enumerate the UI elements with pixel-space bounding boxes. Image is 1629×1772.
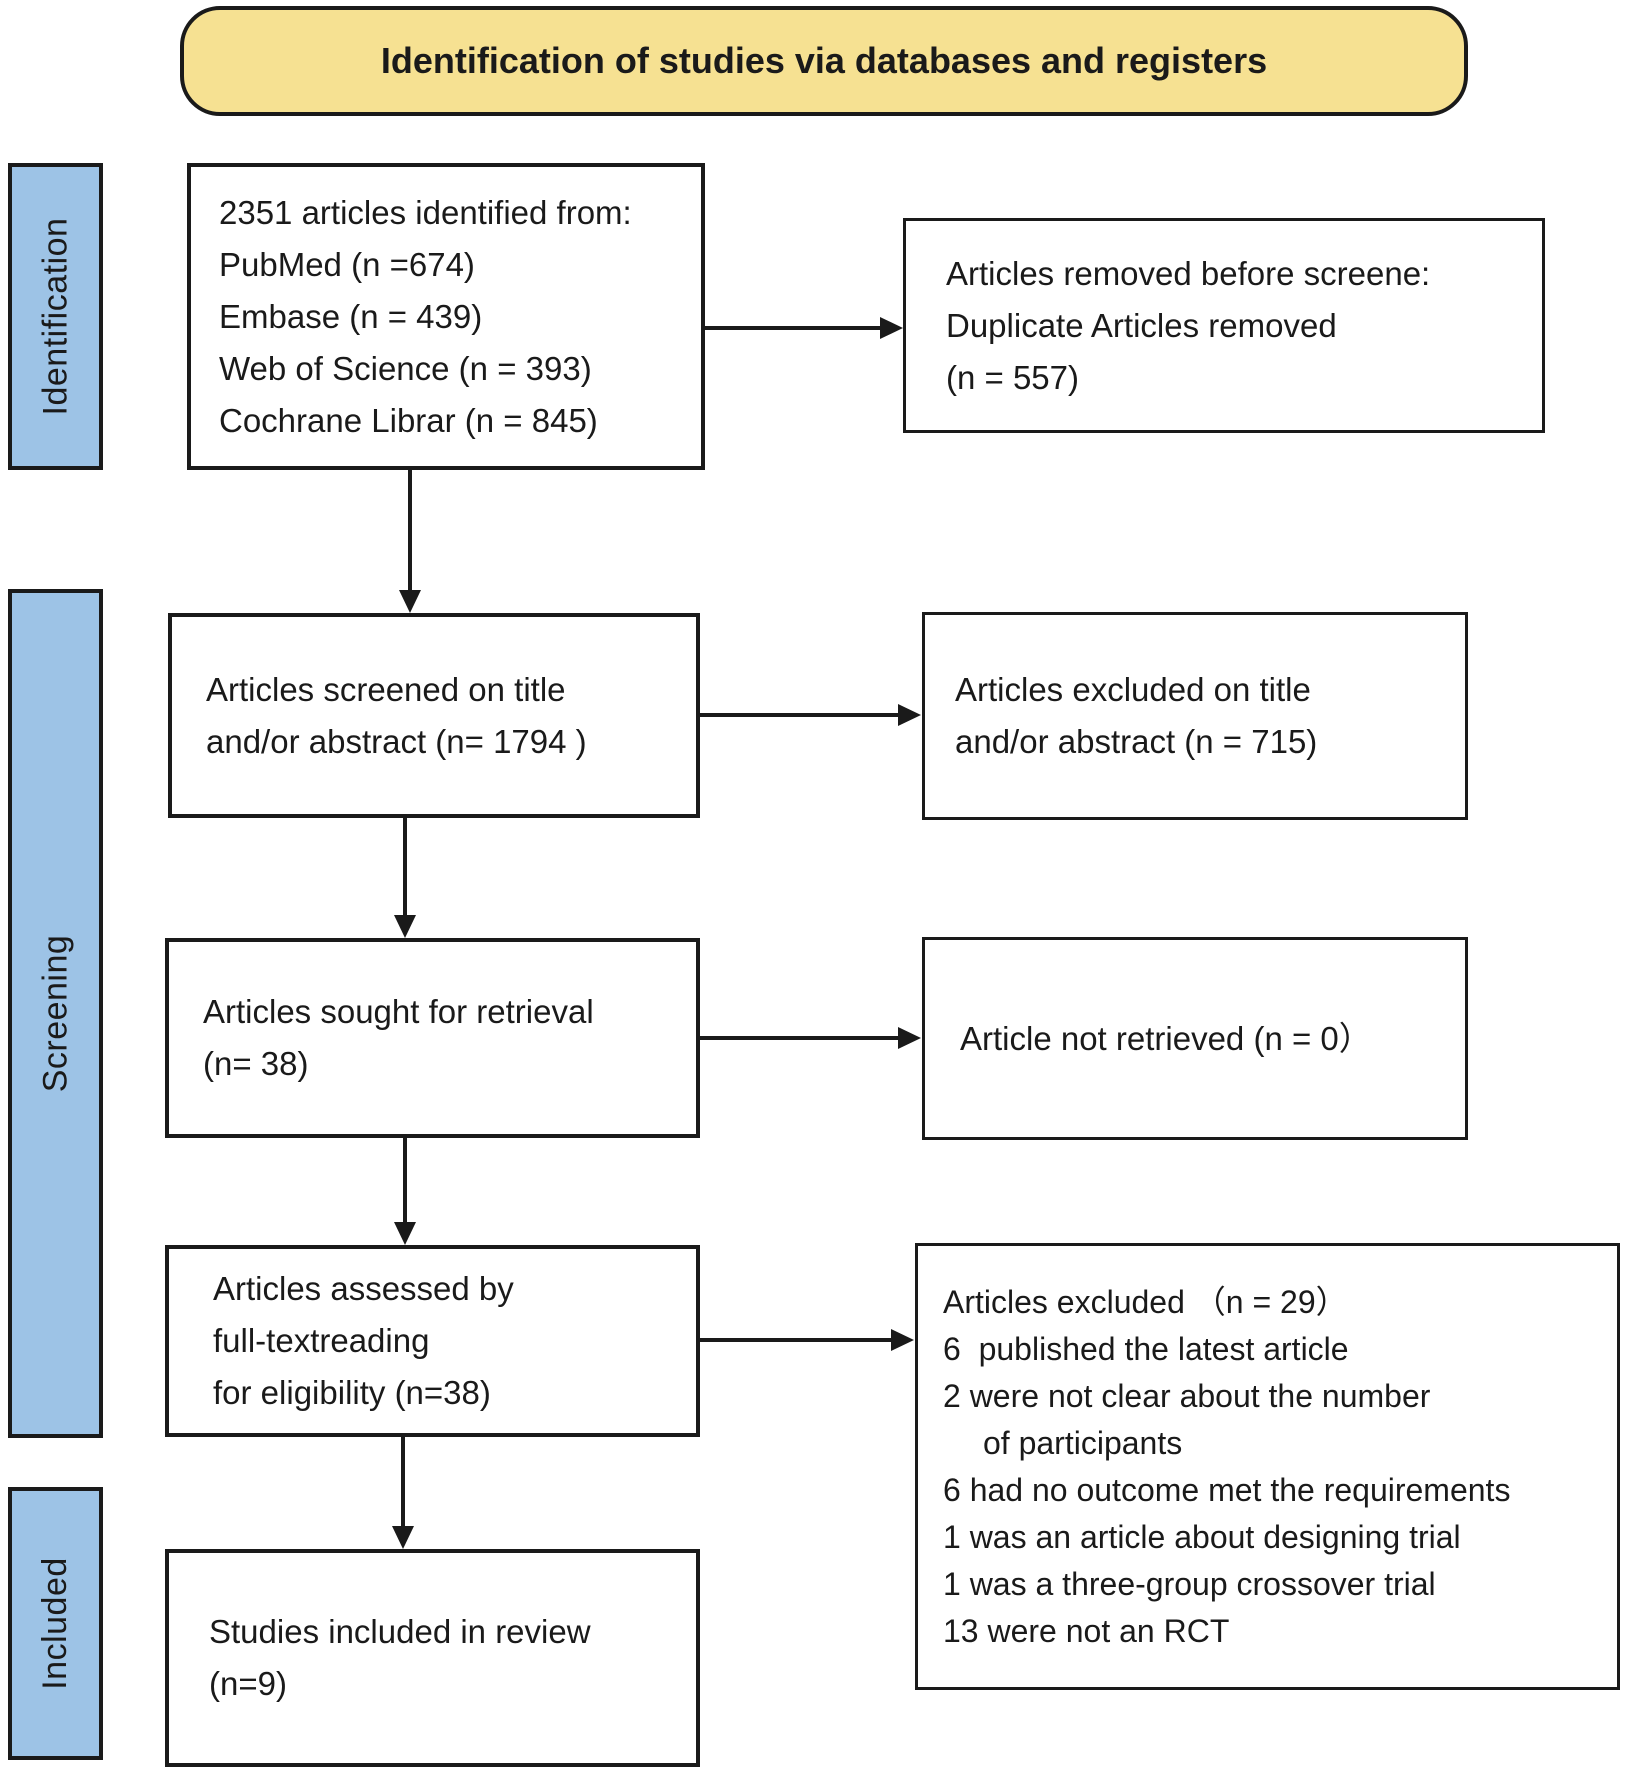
arrow-identified-to-screened-line	[408, 470, 412, 592]
excluded-fulltext-line-1: Articles excluded （n = 29）	[943, 1283, 1348, 1320]
identified-line-4: Web of Science (n = 393)	[219, 349, 592, 387]
included-review-line-2: (n=9)	[209, 1665, 287, 1702]
assessed-line-3: for eligibility (n=38)	[213, 1374, 491, 1411]
arrow-identified-to-removed-head-icon	[880, 317, 903, 339]
removed-before-screening-box: Articles removed before screene: Duplica…	[903, 218, 1545, 433]
stage-screening: Screening	[8, 589, 103, 1438]
excluded-fulltext-line-3: 2 were not clear about the number	[943, 1377, 1431, 1414]
excluded-fulltext-line-7: 1 was a three-group crossover trial	[943, 1565, 1436, 1602]
assessed-fulltext-box: Articles assessed by full-textreading fo…	[165, 1245, 700, 1437]
diagram-title-banner: Identification of studies via databases …	[180, 6, 1468, 116]
arrow-sought-to-not-retrieved-line	[700, 1036, 899, 1040]
excluded-fulltext-box: Articles excluded （n = 29） 6 published t…	[915, 1243, 1620, 1690]
excluded-fulltext-line-2: 6 published the latest article	[943, 1330, 1349, 1367]
screened-box: Articles screened on title and/or abstra…	[168, 613, 700, 818]
arrow-sought-to-not-retrieved-head-icon	[898, 1027, 921, 1049]
identified-box: 2351 articles identified from: PubMed (n…	[187, 163, 705, 470]
identified-line-3: Embase (n = 439)	[219, 297, 483, 335]
removed-line-2: Duplicate Articles removed	[946, 306, 1337, 344]
stage-identification-label: Identification	[36, 217, 74, 416]
arrow-screened-to-excluded-line	[700, 713, 899, 717]
identified-line-1: 2351 articles identified from:	[219, 193, 632, 231]
arrow-sought-to-assessed-line	[403, 1138, 407, 1224]
identified-line-2: PubMed (n =674)	[219, 245, 475, 283]
assessed-line-2: full-textreading	[213, 1322, 430, 1359]
excluded-title-line-2: and/or abstract (n = 715)	[955, 723, 1318, 760]
excluded-fulltext-line-4: of participants	[983, 1424, 1183, 1461]
arrow-sought-to-assessed-head-icon	[394, 1222, 416, 1245]
arrow-screened-to-sought-head-icon	[394, 915, 416, 938]
assessed-line-1: Articles assessed by	[213, 1270, 514, 1307]
sought-line-2: (n= 38)	[203, 1045, 309, 1082]
screened-line-1: Articles screened on title	[206, 670, 566, 708]
stage-included-label: Included	[36, 1557, 75, 1690]
arrow-assessed-to-included-head-icon	[392, 1526, 414, 1549]
stage-identification: Identification	[8, 163, 103, 470]
arrow-identified-to-removed-line	[705, 326, 881, 330]
removed-line-1: Articles removed before screene:	[946, 254, 1431, 292]
arrow-assessed-to-excluded-fulltext-head-icon	[891, 1329, 914, 1351]
diagram-title: Identification of studies via databases …	[380, 40, 1268, 81]
identified-line-5: Cochrane Librar (n = 845)	[219, 401, 598, 439]
sought-line-1: Articles sought for retrieval	[203, 993, 594, 1030]
arrow-screened-to-excluded-head-icon	[898, 704, 921, 726]
excluded-fulltext-line-8: 13 were not an RCT	[943, 1612, 1230, 1649]
included-review-line-1: Studies included in review	[209, 1613, 591, 1650]
stage-included: Included	[8, 1487, 103, 1760]
included-review-box: Studies included in review (n=9)	[165, 1549, 700, 1767]
excluded-title-line-1: Articles excluded on title	[955, 671, 1311, 708]
excluded-fulltext-line-6: 1 was an article about designing trial	[943, 1518, 1461, 1555]
not-retrieved-line-1: Article not retrieved (n = 0）	[960, 1019, 1372, 1057]
not-retrieved-box: Article not retrieved (n = 0）	[922, 937, 1468, 1140]
arrow-assessed-to-excluded-fulltext-line	[700, 1338, 892, 1342]
arrow-assessed-to-included-line	[401, 1437, 405, 1528]
arrow-screened-to-sought-line	[403, 818, 407, 917]
arrow-identified-to-screened-head-icon	[399, 590, 421, 613]
excluded-fulltext-line-5: 6 had no outcome met the requirements	[943, 1471, 1511, 1508]
screened-line-2: and/or abstract (n= 1794 )	[206, 722, 587, 760]
stage-screening-label: Screening	[36, 934, 75, 1093]
sought-retrieval-box: Articles sought for retrieval (n= 38)	[165, 938, 700, 1138]
excluded-title-abstract-box: Articles excluded on title and/or abstra…	[922, 612, 1468, 820]
removed-line-3: (n = 557)	[946, 358, 1079, 396]
